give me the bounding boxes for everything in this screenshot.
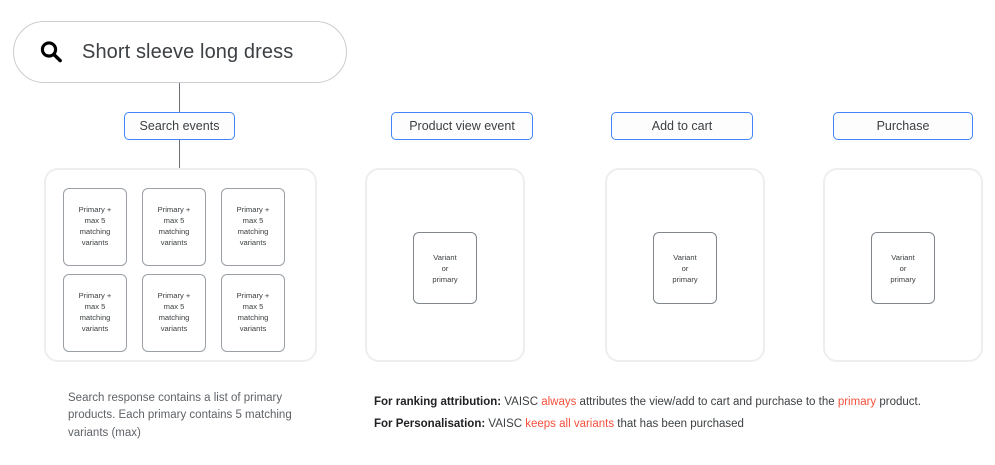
caption-line-personalisation: For Personalisation: VAISC keeps all var… <box>374 413 989 435</box>
caption-lead: For Personalisation: <box>374 418 486 431</box>
stage-label-text: Purchase <box>876 119 930 133</box>
stage-label-search-events[interactable]: Search events <box>124 112 235 140</box>
stage-label-text: Product view event <box>409 119 515 133</box>
caption-lead: For ranking attribution: <box>374 396 502 408</box>
search-box[interactable]: Short sleeve long dress <box>13 21 347 83</box>
stage-label-text: Add to cart <box>651 119 713 133</box>
search-icon <box>40 41 62 63</box>
stage-label-product-view-event[interactable]: Product view event <box>391 112 533 140</box>
caption-search-response: Search response contains a list of prima… <box>68 392 292 439</box>
caption-body: VAISC keeps all variants that has been p… <box>485 418 744 431</box>
stage-label-purchase[interactable]: Purchase <box>833 112 973 140</box>
connector-line-label-to-panel <box>179 139 180 169</box>
connector-line-search-to-label <box>179 83 180 113</box>
caption-attribution-notes: For ranking attribution: VAISC always at… <box>374 391 989 436</box>
search-query-text: Short sleeve long dress <box>82 40 294 63</box>
caption-line-ranking-attribution: For ranking attribution: VAISC always at… <box>374 391 989 413</box>
caption-body: VAISC always attributes the view/add to … <box>501 396 921 408</box>
stage-label-add-to-cart[interactable]: Add to cart <box>611 112 753 140</box>
stage-label-text: Search events <box>139 119 220 133</box>
